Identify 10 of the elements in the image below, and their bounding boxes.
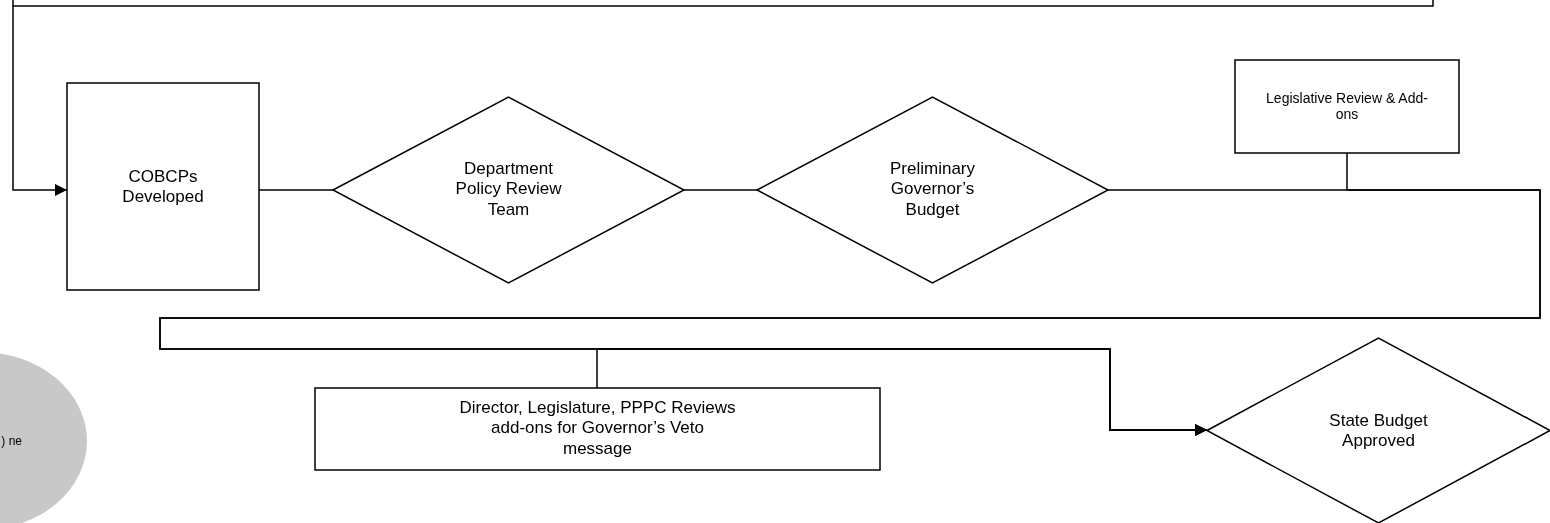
connector	[596, 348, 1208, 436]
node-label: Preliminary Governor’s Budget	[889, 159, 976, 221]
connector	[683, 189, 758, 191]
node-label: Department Policy Review Team	[454, 159, 563, 221]
node-label: Legislative Review & Add-ons	[1265, 89, 1429, 124]
node-label: State Budget Approved	[1328, 410, 1429, 451]
node-label: ) ne	[0, 433, 22, 449]
node-label: Director, Legislature, PPPC Reviews add-ons for Governor’s Veto message	[458, 398, 737, 460]
node-label: COBCPs Developed	[121, 166, 205, 207]
connector	[12, 5, 68, 196]
